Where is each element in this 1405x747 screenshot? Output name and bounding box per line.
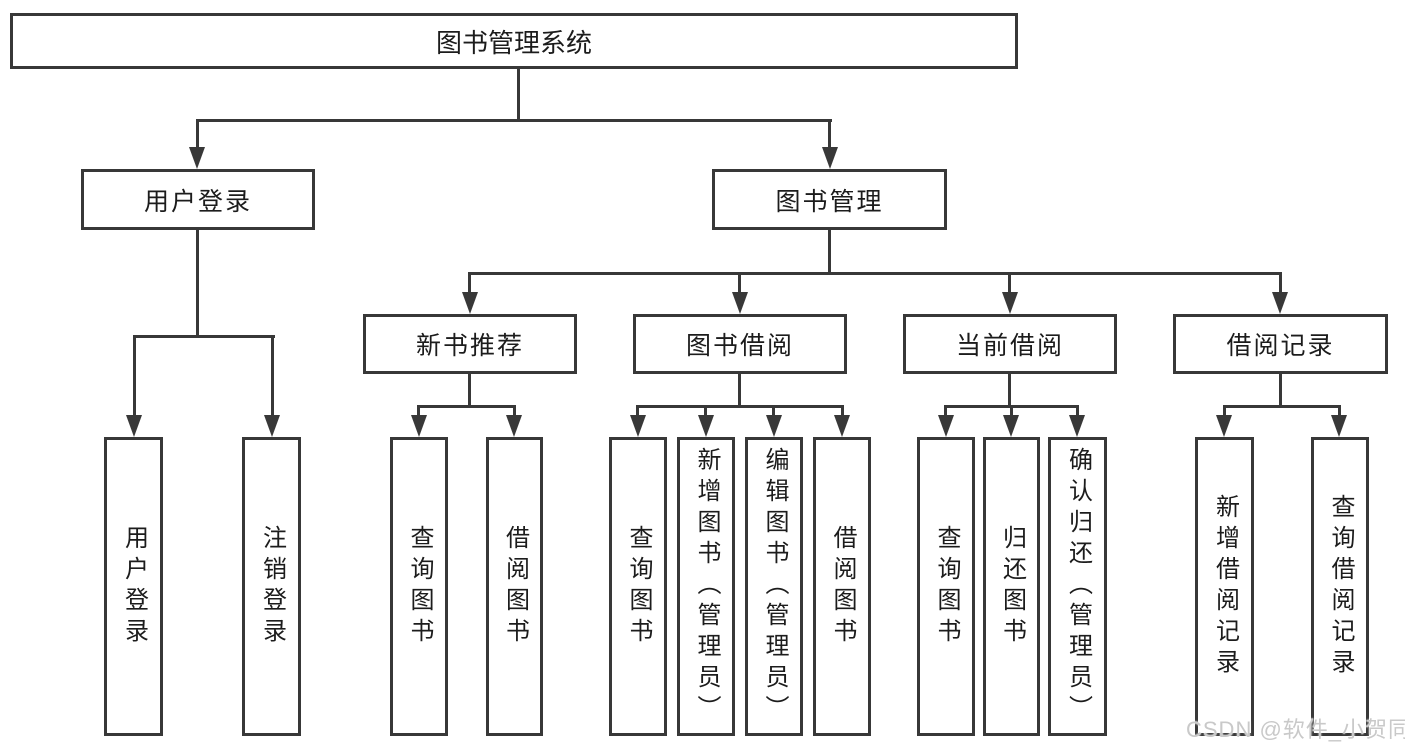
connector-stem	[1008, 272, 1011, 293]
node-user-login: 用户登录	[81, 169, 315, 230]
arrowhead-down-icon	[822, 147, 838, 169]
connector-stem	[1076, 405, 1079, 417]
connector-stem	[704, 405, 707, 417]
node-current-borrowing: 当前借阅	[903, 314, 1117, 374]
arrowhead-down-icon	[766, 415, 782, 437]
arrowhead-down-icon	[1002, 292, 1018, 314]
node-book-borrowing: 图书借阅	[633, 314, 847, 374]
arrowhead-down-icon	[1331, 415, 1347, 437]
connector-stem	[772, 405, 775, 417]
arrowhead-down-icon	[462, 292, 478, 314]
arrowhead-down-icon	[698, 415, 714, 437]
connector-stem	[1223, 405, 1226, 417]
leaf-query-books-1: 查询图书	[390, 437, 448, 736]
leaf-edit-books-admin: 编辑图书（管理员）	[745, 437, 803, 736]
node-new-book-recommend: 新书推荐	[363, 314, 577, 374]
connector-stem	[1010, 405, 1013, 417]
connector-module-drop	[1008, 372, 1011, 408]
connector-module-branch	[636, 405, 844, 408]
connector-module-branch	[1223, 405, 1341, 408]
connector-user-login-drop	[196, 228, 199, 338]
connector-stem	[1338, 405, 1341, 417]
node-book-management: 图书管理	[712, 169, 947, 230]
connector-module-drop	[1279, 372, 1282, 408]
arrowhead-down-icon	[1069, 415, 1085, 437]
arrowhead-down-icon	[938, 415, 954, 437]
leaf-query-books-3: 查询图书	[917, 437, 975, 736]
connector-stem	[196, 119, 199, 148]
arrowhead-down-icon	[506, 415, 522, 437]
arrowhead-down-icon	[1003, 415, 1019, 437]
connector-stem	[828, 119, 831, 148]
arrowhead-down-icon	[834, 415, 850, 437]
connector-stem	[636, 405, 639, 417]
leaf-confirm-return-admin: 确认归还（管理员）	[1048, 437, 1107, 736]
connector-root-drop	[517, 68, 520, 119]
arrowhead-down-icon	[732, 292, 748, 314]
arrowhead-down-icon	[1216, 415, 1232, 437]
arrowhead-down-icon	[126, 415, 142, 437]
arrowhead-down-icon	[189, 147, 205, 169]
leaf-query-borrow-record: 查询借阅记录	[1311, 437, 1369, 736]
connector-module-drop	[468, 372, 471, 408]
node-library-management-system: 图书管理系统	[10, 13, 1018, 69]
connector-user-login-branch	[133, 335, 275, 338]
leaf-query-books-2: 查询图书	[609, 437, 667, 736]
connector-stem	[513, 405, 516, 417]
node-borrowing-records: 借阅记录	[1173, 314, 1388, 374]
leaf-borrow-books-2: 借阅图书	[813, 437, 871, 736]
connector-stem	[738, 272, 741, 293]
leaf-add-books-admin: 新增图书（管理员）	[677, 437, 735, 736]
leaf-user-login: 用户登录	[104, 437, 163, 736]
leaf-add-borrow-record: 新增借阅记录	[1195, 437, 1254, 736]
connector-stem	[133, 335, 136, 417]
connector-stem	[841, 405, 844, 417]
arrowhead-down-icon	[1272, 292, 1288, 314]
connector-book-mgmt-branch	[468, 272, 1282, 275]
connector-stem	[1279, 272, 1282, 293]
connector-book-mgmt-drop	[828, 228, 831, 274]
leaf-logout: 注销登录	[242, 437, 301, 736]
connector-stem	[417, 405, 420, 417]
connector-stem	[468, 272, 471, 293]
leaf-borrow-books-1: 借阅图书	[486, 437, 543, 736]
csdn-watermark: CSDN @软件_小贺同学	[1186, 717, 1405, 742]
arrowhead-down-icon	[630, 415, 646, 437]
arrowhead-down-icon	[411, 415, 427, 437]
arrowhead-down-icon	[264, 415, 280, 437]
connector-stem	[271, 335, 274, 417]
connector-stem	[944, 405, 947, 417]
connector-module-drop	[738, 372, 741, 408]
connector-root-branch	[196, 119, 832, 122]
leaf-return-books: 归还图书	[983, 437, 1040, 736]
connector-module-branch	[417, 405, 516, 408]
